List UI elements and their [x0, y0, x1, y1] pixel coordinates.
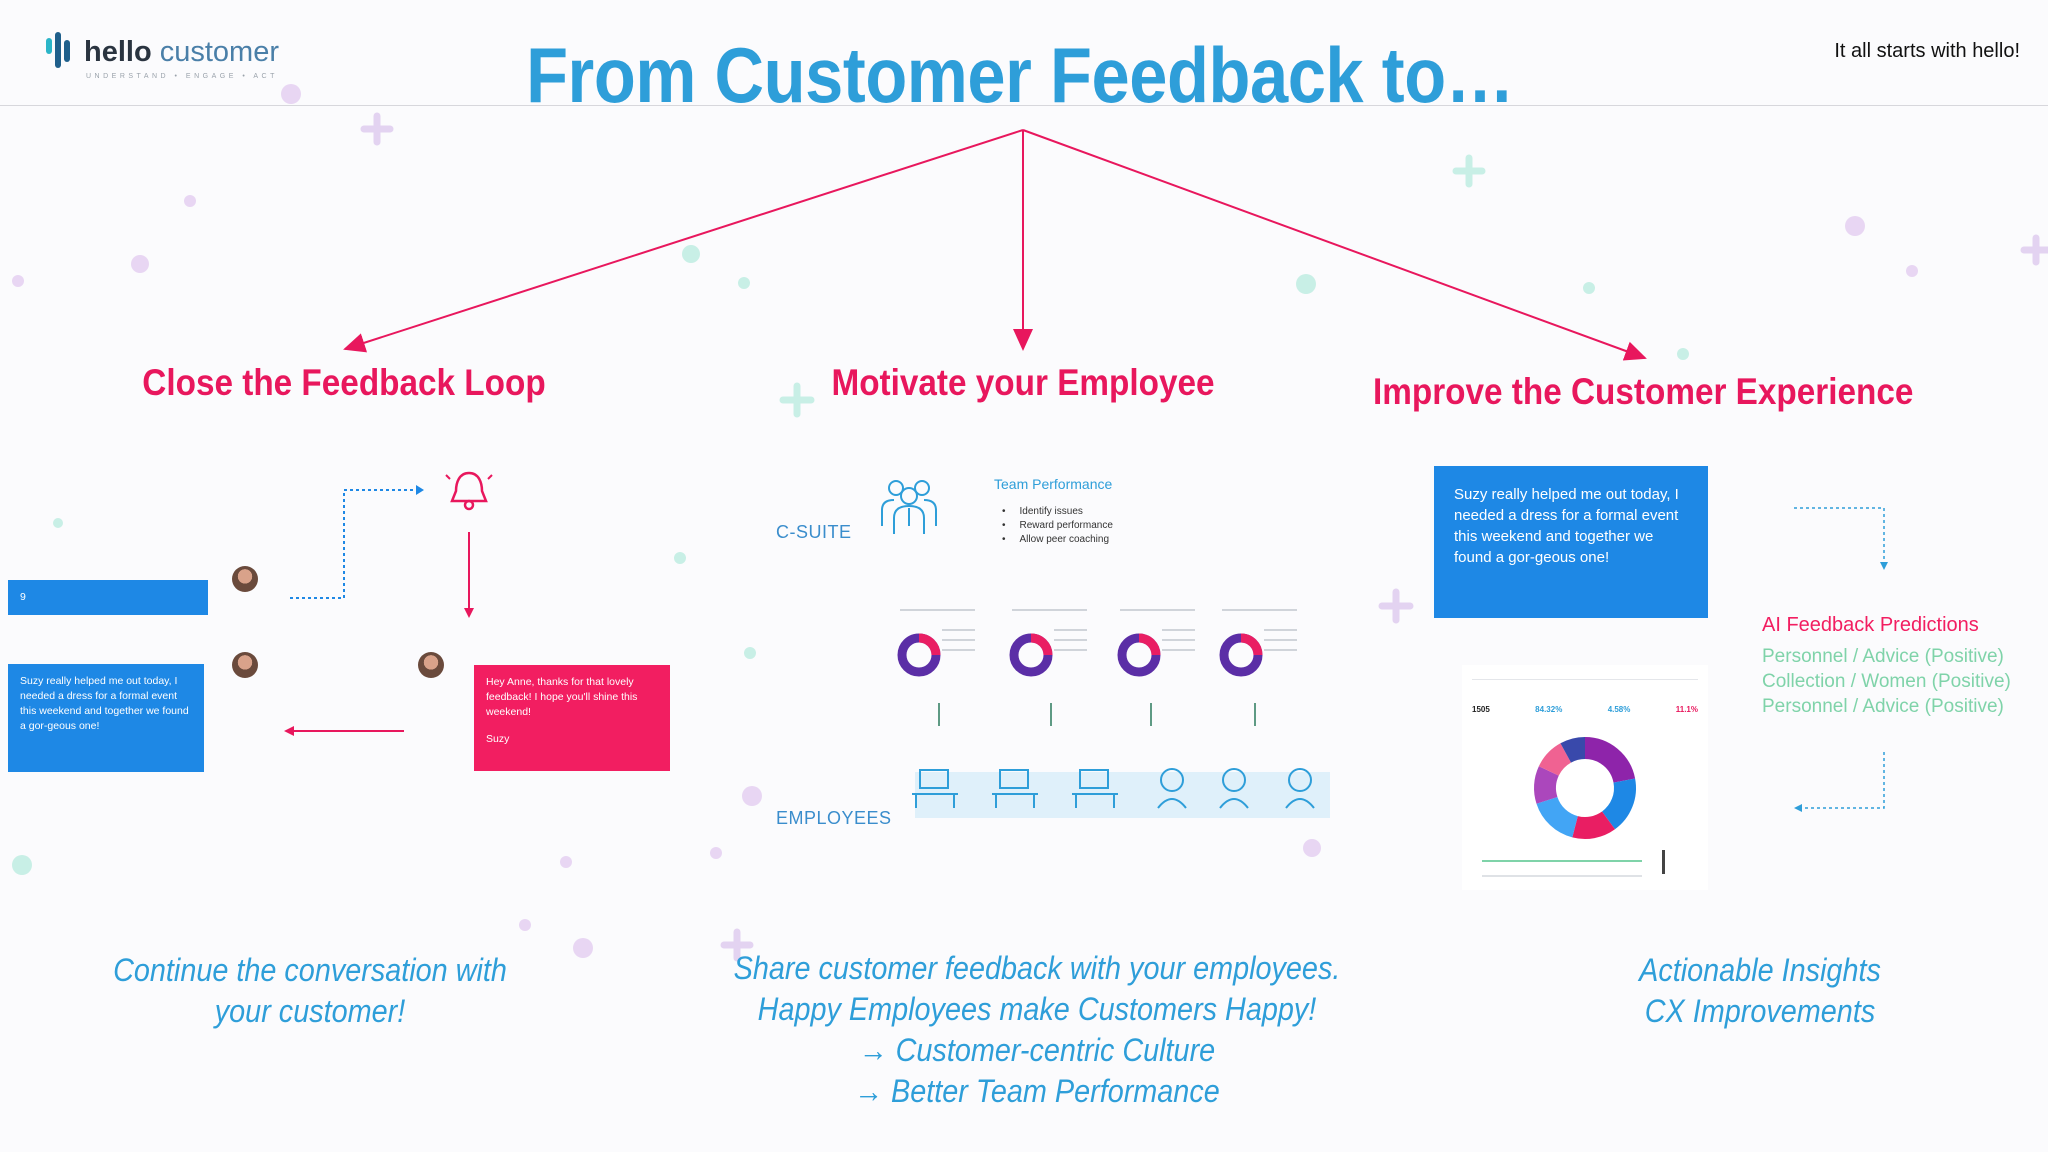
ai-prediction-item: Collection / Women (Positive) — [1762, 671, 2011, 692]
cx-connectors — [1794, 507, 1888, 812]
employee-icons — [912, 768, 1315, 809]
caption-close-loop: Continue the conversation with your cust… — [113, 952, 507, 1029]
csuite-label: C-SUITE — [776, 522, 852, 542]
team-dashboards — [897, 609, 1330, 818]
page-title: From Customer Feedback to… — [526, 31, 1514, 119]
brand-tagline: UNDERSTAND • ENGAGE • ACT — [86, 73, 278, 80]
donut-segment — [1560, 737, 1586, 763]
ai-prediction-item: Personnel / Advice (Positive) — [1762, 646, 2004, 667]
feedback-loop-connectors — [284, 485, 474, 736]
donut-segment — [1536, 796, 1579, 838]
tp-item: Identify issues — [1002, 505, 1113, 519]
customer-message-bubble: Suzy really helped me out today, I neede… — [8, 664, 204, 772]
agent-avatar — [418, 652, 444, 678]
caption-improve-cx: Actionable Insights CX Improvements — [1639, 952, 1881, 1029]
team-performance-list: Identify issues Reward performance Allow… — [1002, 505, 1113, 547]
dashboard-stat: 84.32% — [1535, 705, 1563, 714]
ai-predictions-title: AI Feedback Predictions — [1762, 614, 1979, 636]
tp-item: Reward performance — [1002, 519, 1113, 533]
dashboard-card: 1505 84.32% 4.58% 11.1% — [1462, 665, 1708, 890]
customer-avatar — [232, 566, 258, 592]
reply-text: Hey Anne, thanks for that lovely feedbac… — [486, 676, 638, 718]
slogan: It all starts with hello! — [1834, 40, 2020, 62]
dashboard-stat: 1505 — [1472, 705, 1490, 714]
dashboard-stat: 4.58% — [1607, 705, 1631, 714]
header-divider — [0, 105, 2048, 106]
heading-improve-cx: Improve the Customer Experience — [1373, 371, 1914, 412]
dashboard-stat: 11.1% — [1675, 705, 1698, 714]
donut-segment — [1572, 811, 1615, 839]
brand-logo: hello customer UNDERSTAND • ENGAGE • ACT — [44, 28, 284, 88]
tp-item: Allow peer coaching — [1002, 533, 1113, 547]
ai-prediction-item: Personnel / Advice (Positive) — [1762, 696, 2004, 717]
ai-predictions-list: Personnel / Advice (Positive) Collection… — [1762, 644, 2011, 719]
quote-bubble: Suzy really helped me out today, I neede… — [1434, 466, 1708, 618]
heading-motivate-employee: Motivate your Employee — [831, 362, 1215, 403]
small-message-bubble: 9 — [8, 580, 208, 615]
donut-segment — [1584, 737, 1636, 784]
donut-segment — [1534, 766, 1560, 804]
reply-message-bubble: Hey Anne, thanks for that lovely feedbac… — [474, 665, 670, 771]
caption-motivate-employee: Share customer feedback with your employ… — [733, 950, 1341, 1109]
team-icon — [881, 480, 937, 534]
team-performance-title: Team Performance — [994, 476, 1113, 492]
donut-segment — [1538, 743, 1572, 777]
sentiment-donut — [1534, 737, 1636, 839]
customer-avatar — [232, 652, 258, 678]
reply-signature: Suzy — [486, 733, 510, 745]
heading-close-loop: Close the Feedback Loop — [142, 362, 546, 403]
employees-label: EMPLOYEES — [776, 808, 892, 828]
donut-segment — [1601, 778, 1636, 830]
logo-mark-icon — [46, 32, 70, 68]
bell-icon — [445, 471, 493, 511]
brand-name: hello customer — [84, 36, 279, 68]
